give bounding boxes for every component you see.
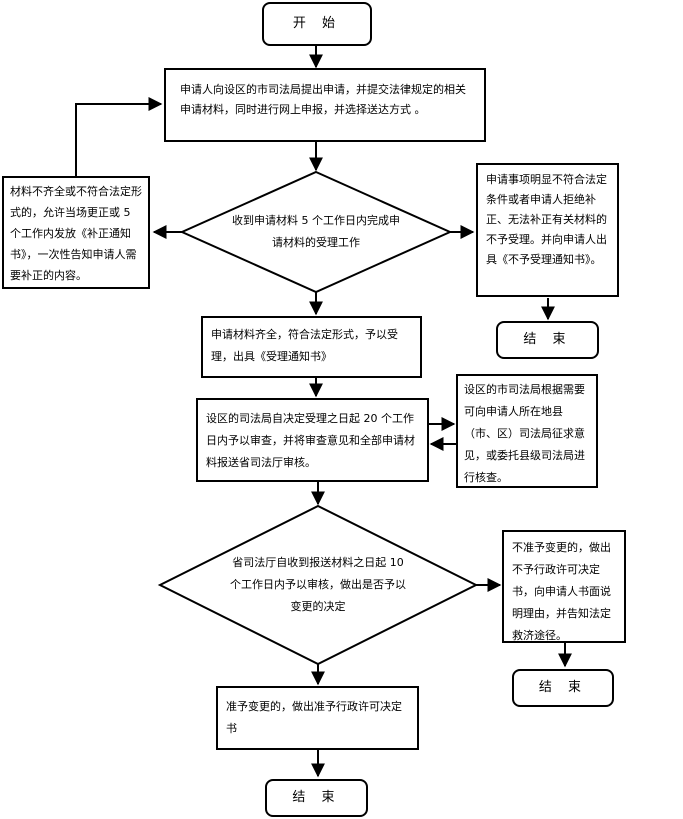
denied-step: 不准予变更的，做出不予行政许可决定书，向申请人书面说明理由，并告知法定救济途径。 xyxy=(502,530,626,643)
rejected-step: 申请事项明显不符合法定条件或者申请人拒绝补正、无法补正有关材料的不予受理。并向申… xyxy=(476,163,619,297)
arrow-incomplete-to-submit xyxy=(75,97,163,176)
county-consult-step: 设区的市司法局根据需要可向申请人所在地县（市、区）司法局征求意见，或委托县级司法… xyxy=(456,374,598,488)
approved-step: 准予变更的，做出准予行政许可决定书 xyxy=(216,686,419,750)
review-decision-text: 收到申请材料 5 个工作日内完成申请材料的受理工作 xyxy=(232,214,400,249)
city-review-step: 设区的司法局自决定受理之日起 20 个工作日内予以审查，并将审查意见和全部申请材… xyxy=(196,398,429,482)
start-node: 开 始 xyxy=(262,2,372,46)
end-node-denied: 结 束 xyxy=(512,669,614,707)
submit-application-step: 申请人向设区的市司法局提出申请，并提交法律规定的相关申请材料，同时进行网上申报，… xyxy=(164,68,486,142)
province-decision-text: 省司法厅自收到报送材料之日起 10 个工作日内予以审核，做出是否予以变更的决定 xyxy=(230,556,406,613)
end-node-rejected: 结 束 xyxy=(496,321,599,359)
accepted-step: 申请材料齐全，符合法定形式，予以受理，出具《受理通知书》 xyxy=(201,316,422,378)
end-node-final: 结 束 xyxy=(265,779,368,817)
incomplete-materials-step: 材料不齐全或不符合法定形式的，允许当场更正或 5 个工作内发放《补正通知书》，一… xyxy=(2,176,150,289)
